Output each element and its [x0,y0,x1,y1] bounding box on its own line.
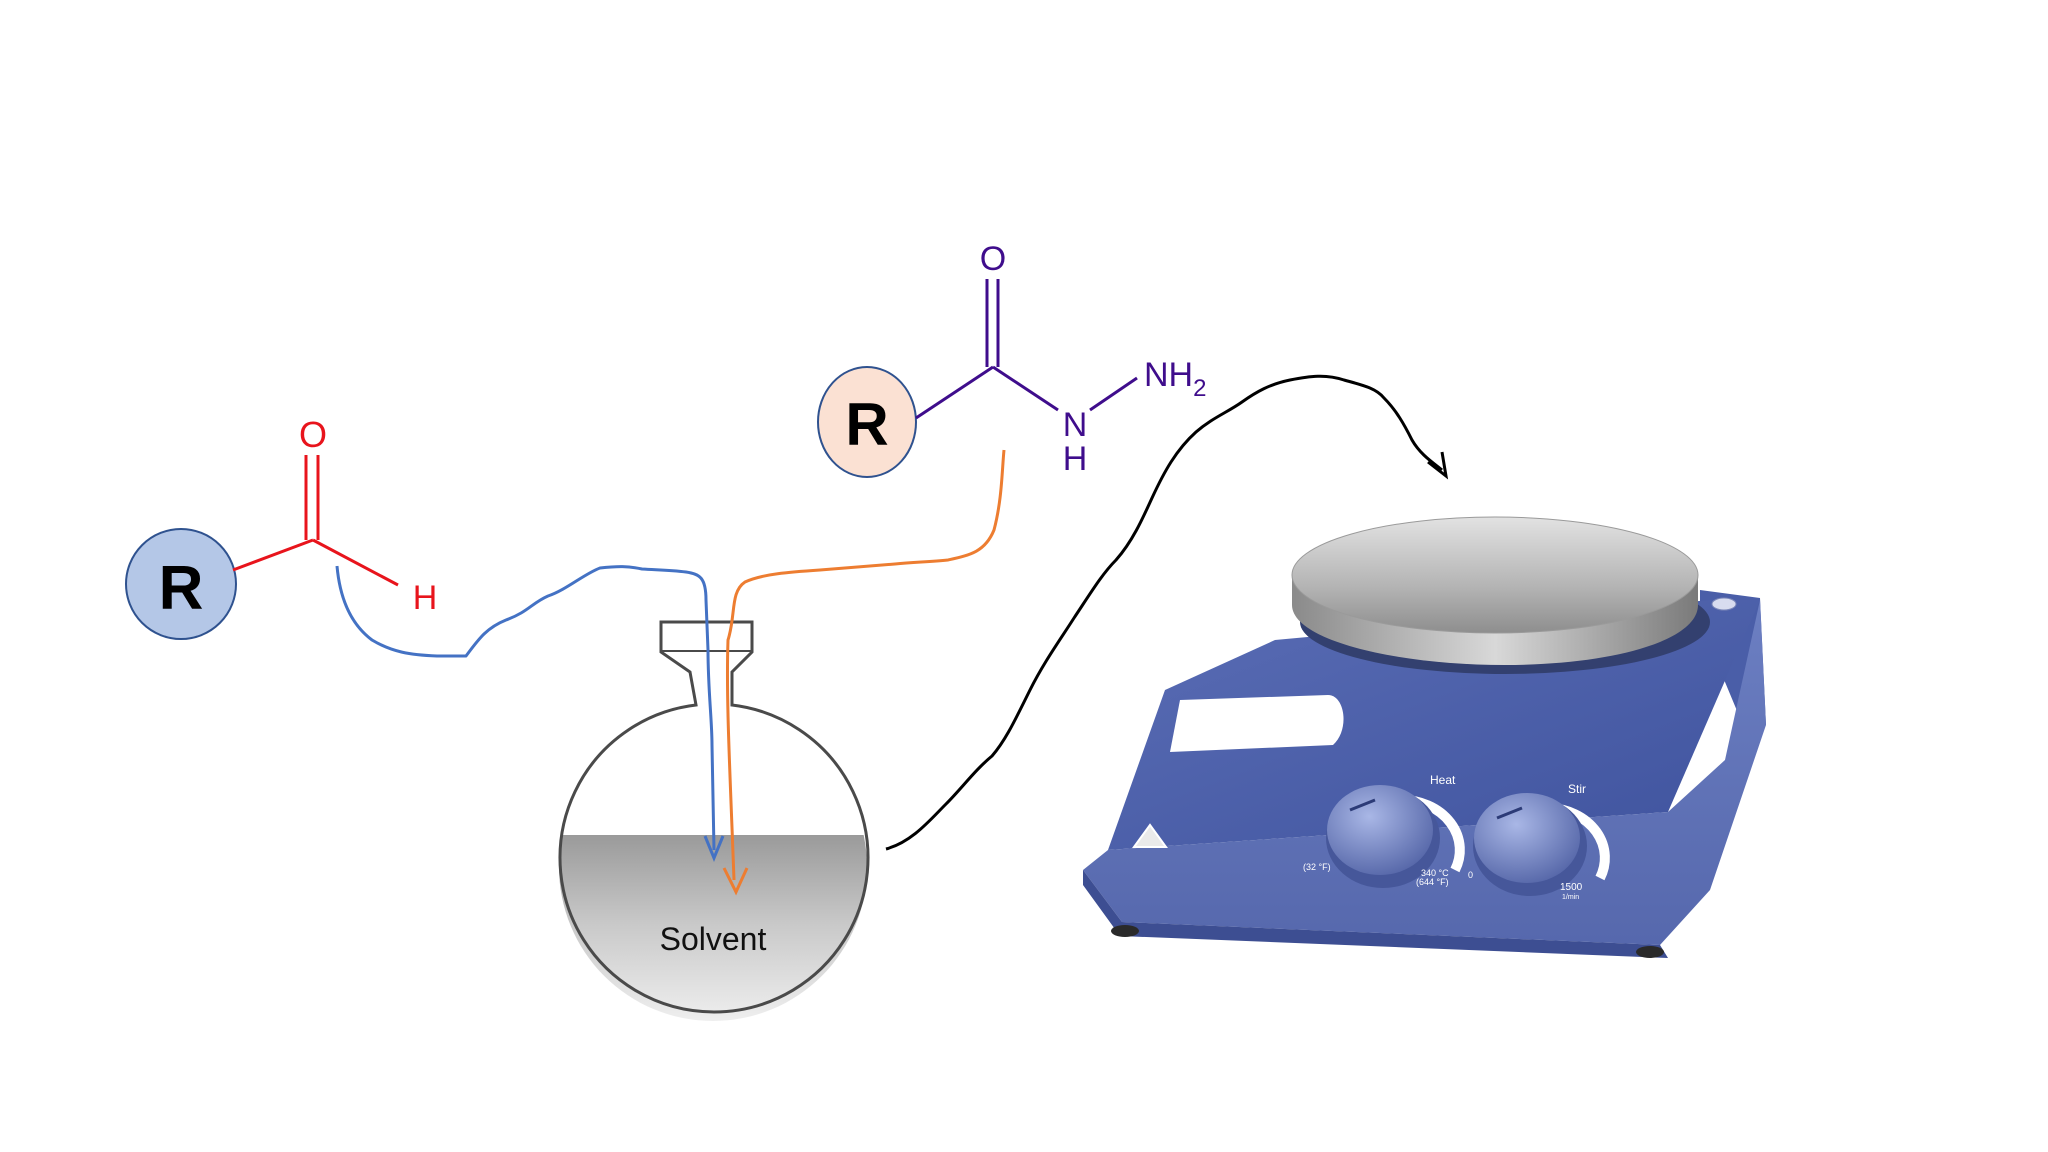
stir-unit-label: 1/min [1562,894,1579,901]
hydrazide-nh-h-label: H [1063,440,1088,478]
hotplate-foot-left [1111,925,1139,937]
hydrazide-molecule: R O N H NH2 [817,240,1206,478]
hotplate-base-edge [1083,870,1668,958]
orange-arrowhead [722,867,749,896]
aldehyde-bond-c-h [312,538,399,587]
hydrazide-bond-c-n [992,365,1059,412]
heat-max-c-label: 340 °C [1421,868,1449,878]
heat-max-f-label: (644 °F) [1416,877,1449,887]
hotplate-indicator-hole [1711,597,1737,611]
aldehyde-r-group-circle [125,528,237,640]
stir-max-label: 1500 [1560,882,1583,893]
aldehyde-oxygen-label: O [299,414,327,455]
stir-knob[interactable] [1473,793,1610,896]
hydrazide-r-group-circle [817,366,917,478]
hydrazide-bond-r-c [915,365,994,420]
hotplate-stirrer: Heat (32 °F) 340 °C (644 °F) Stir 0 1500… [1083,516,1766,958]
blue-arrowhead [703,835,725,862]
black-arrowhead [1427,451,1449,480]
stir-label: Stir [1568,782,1586,796]
warning-triangle-icon [1132,823,1168,848]
hotplate-front-face [1083,600,1766,945]
blue-transfer-arrow [335,565,716,851]
aldehyde-molecule: R O H [125,414,438,640]
heat-min-label: (32 °F) [1303,862,1331,872]
hotplate-display-window [1170,695,1344,752]
hotplate-foot-right [1636,946,1664,958]
aldehyde-bond-r-c [232,538,314,572]
heating-plate-top [1291,516,1699,634]
aldehyde-hydrogen-label: H [413,579,438,617]
hydrazide-r-label: R [845,391,888,458]
hydrazide-oxygen-label: O [980,240,1006,278]
flask-outline [558,620,870,1014]
aldehyde-r-label: R [159,554,204,623]
solvent-label: Solvent [660,921,767,957]
hydrazide-nh2-label: NH2 [1144,356,1206,402]
orange-transfer-arrow [725,449,1006,881]
hydrazide-bond-n-n [1089,376,1138,412]
black-transfer-arrow [885,374,1443,851]
heat-knob[interactable] [1326,785,1465,888]
heat-label: Heat [1430,773,1456,787]
hydrazide-nh-n-label: N [1063,406,1088,444]
stir-min-label: 0 [1468,870,1473,880]
